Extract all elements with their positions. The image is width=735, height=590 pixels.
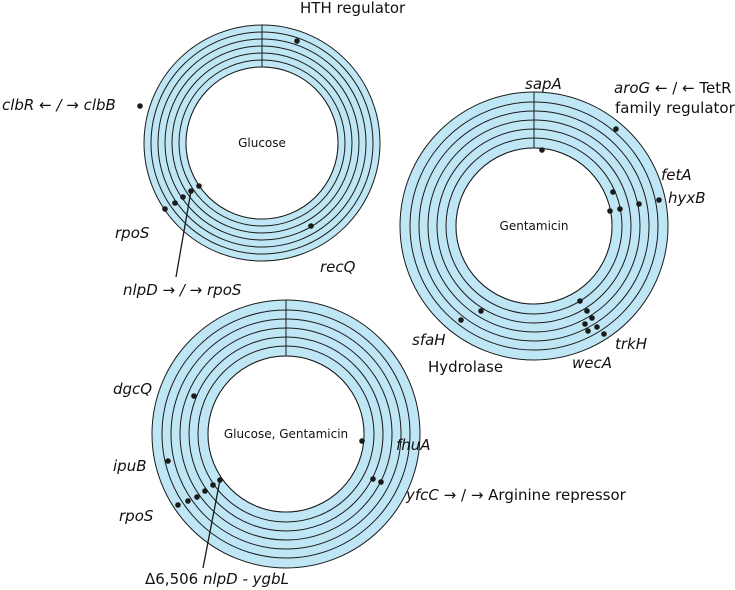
trkh-label: trkH bbox=[615, 335, 647, 353]
mutation-dot bbox=[539, 147, 545, 153]
nlpd-text: nlpD → / → bbox=[123, 281, 207, 299]
yfcc-text: yfcC bbox=[405, 486, 439, 504]
hyxb-label: hyxB bbox=[668, 189, 706, 207]
mutation-dot bbox=[294, 38, 300, 44]
gentamicin-panel: Gentamicin sapA aroG ← / ← TetR family r… bbox=[399, 75, 735, 376]
arog-tetr-label: aroG ← / ← TetR bbox=[614, 79, 732, 97]
deletion-pointer-line bbox=[202, 479, 221, 569]
nlpd-text: nlpD bbox=[203, 570, 238, 588]
ipub-label: ipuB bbox=[113, 457, 147, 475]
mutation-dot bbox=[636, 201, 642, 207]
sfah-label: sfaH bbox=[412, 331, 446, 349]
fhua-label: fhuA bbox=[396, 436, 431, 454]
dgcq-label: dgcQ bbox=[113, 380, 152, 398]
mutation-dot bbox=[656, 197, 662, 203]
glucose-gentamicin-panel: Glucose, Gentamicin dgcQ fhuA ipuB yfcC … bbox=[113, 299, 627, 588]
mutation-dot bbox=[359, 438, 365, 444]
mutation-dot bbox=[610, 189, 616, 195]
mutation-dot bbox=[577, 298, 583, 304]
clbr-clbb-label: clbR ← / → clbB bbox=[2, 96, 116, 114]
mutation-dot bbox=[185, 498, 191, 504]
gentamicin-ring-plot bbox=[399, 91, 669, 361]
mutation-dot bbox=[202, 488, 208, 494]
mutation-dot bbox=[594, 324, 600, 330]
center-label: Glucose bbox=[238, 136, 286, 150]
center-label: Gentamicin bbox=[500, 219, 569, 233]
mutation-dot bbox=[584, 308, 590, 314]
mutation-dot bbox=[308, 223, 314, 229]
mutation-dot bbox=[194, 494, 200, 500]
glucose-gentamicin-ring-plot bbox=[151, 299, 421, 569]
center-label: Glucose, Gentamicin bbox=[224, 427, 348, 441]
deletion-label: Δ6,506 nlpD - ygbL bbox=[145, 570, 289, 588]
mutation-dot bbox=[458, 317, 464, 323]
mutation-dot bbox=[617, 206, 623, 212]
sapa-label: sapA bbox=[525, 75, 562, 93]
weca-label: wecA bbox=[572, 354, 612, 372]
mutation-dot bbox=[180, 194, 186, 200]
clbb-text: clbB bbox=[84, 96, 116, 114]
glucose-ring-plot bbox=[137, 24, 381, 278]
mutation-dot bbox=[191, 393, 197, 399]
mutation-dot bbox=[210, 482, 216, 488]
mutation-dot bbox=[137, 103, 143, 109]
deletion-size-text: Δ6,506 bbox=[145, 570, 203, 588]
mutation-dot bbox=[607, 208, 613, 214]
rpos-target-text: rpoS bbox=[207, 281, 242, 299]
mutation-dot bbox=[585, 328, 591, 334]
nlpd-pointer-line bbox=[175, 190, 192, 278]
mutation-dot bbox=[165, 458, 171, 464]
mutation-dot bbox=[478, 308, 484, 314]
glucose-panel: Glucose HTH regulator clbR ← / → clbB rp… bbox=[2, 0, 406, 299]
mutation-dot bbox=[589, 315, 595, 321]
mutation-dot bbox=[370, 476, 376, 482]
mutation-dot bbox=[162, 206, 168, 212]
hydrolase-label: Hydrolase bbox=[428, 358, 503, 376]
nlpd-rpos-label: nlpD → / → rpoS bbox=[123, 281, 242, 299]
recq-label: recQ bbox=[320, 258, 356, 276]
arog-text: aroG bbox=[614, 79, 650, 97]
mutation-dot bbox=[175, 502, 181, 508]
yfcc-arrow-text: → / → Arginine repressor bbox=[439, 486, 627, 504]
ygbl-text: - ygbL bbox=[238, 570, 289, 588]
mutation-dot bbox=[378, 479, 384, 485]
arog-arrow-text: ← / ← TetR bbox=[650, 79, 731, 97]
clbr-text: clbR ← / → bbox=[2, 96, 84, 114]
rpos-label: rpoS bbox=[119, 507, 154, 525]
mutation-dot bbox=[582, 321, 588, 327]
rpos-label: rpoS bbox=[115, 224, 150, 242]
mutation-dot bbox=[172, 200, 178, 206]
yfcc-arginine-repressor-label: yfcC → / → Arginine repressor bbox=[405, 486, 627, 504]
mutation-dot bbox=[601, 331, 607, 337]
mutation-dot bbox=[196, 183, 202, 189]
feta-label: fetA bbox=[661, 166, 692, 184]
family-regulator-label: family regulator bbox=[615, 99, 735, 117]
mutation-dot bbox=[613, 126, 619, 132]
hth-regulator-label: HTH regulator bbox=[300, 0, 406, 17]
